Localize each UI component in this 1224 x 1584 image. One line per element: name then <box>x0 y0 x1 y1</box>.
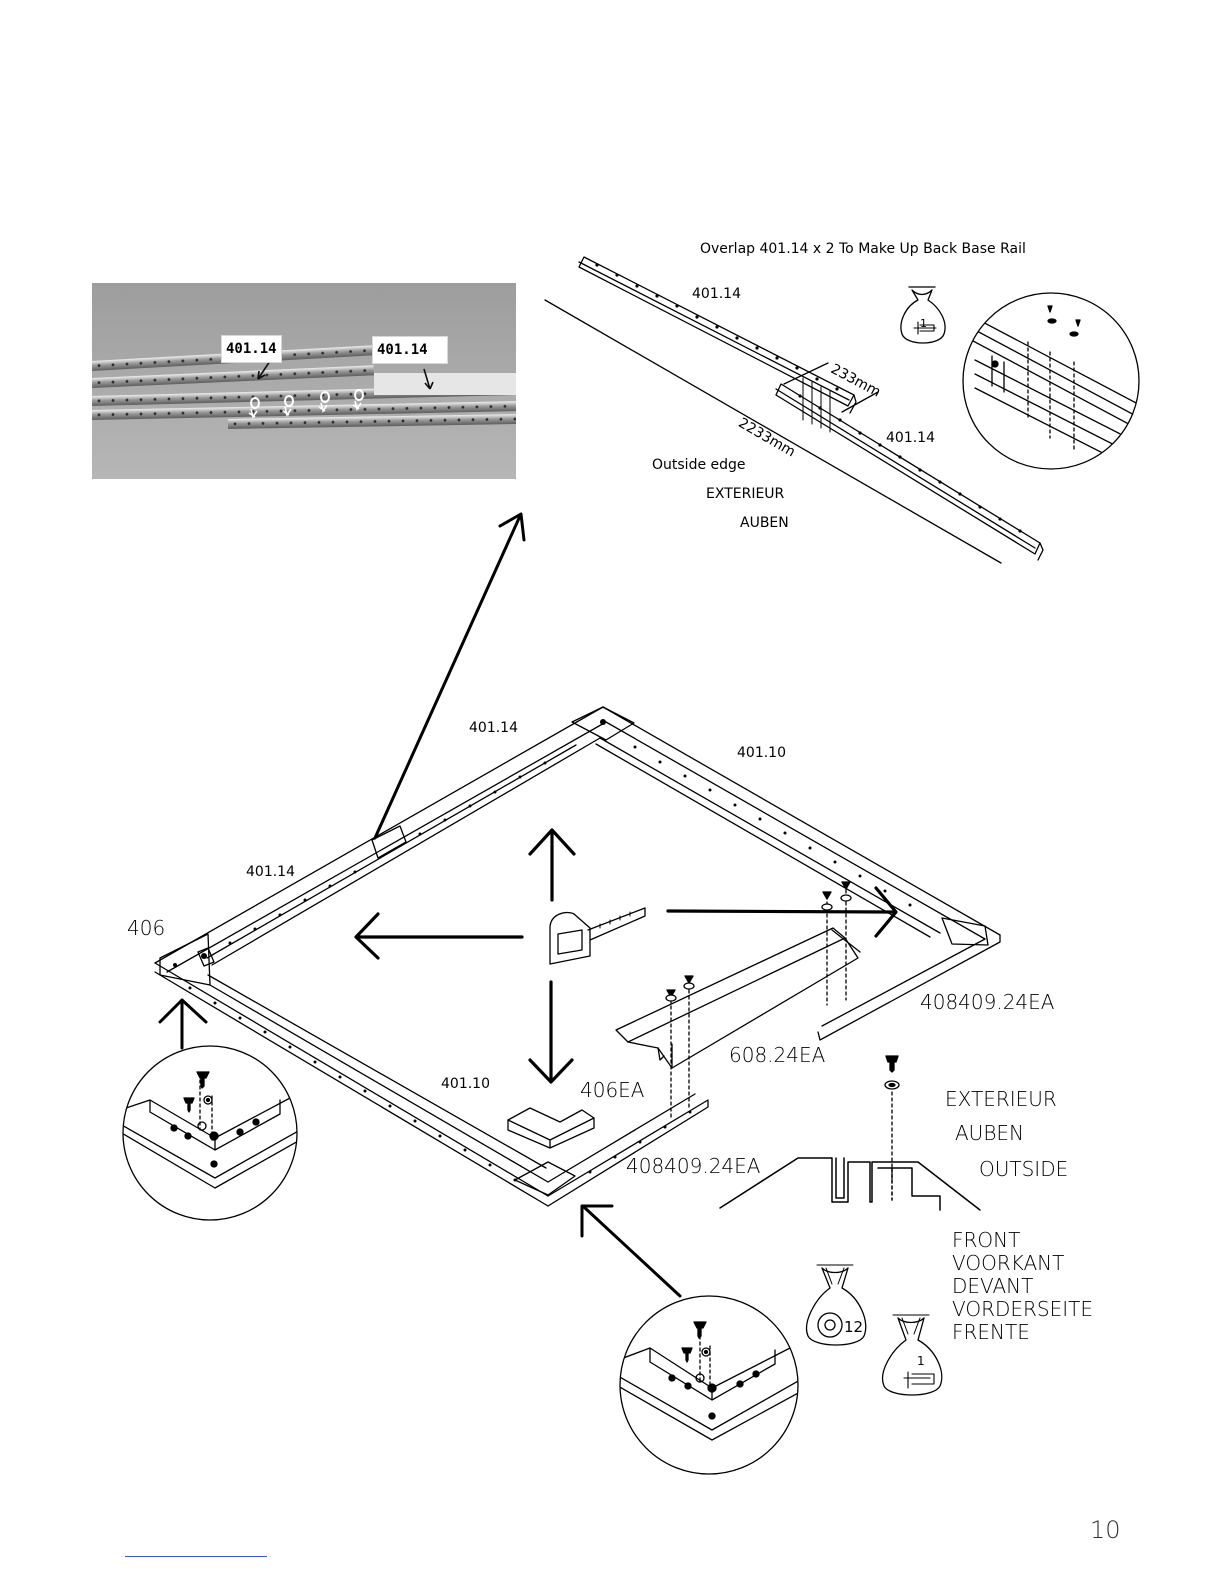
detail-title: Overlap 401.14 x 2 To Make Up Back Base … <box>700 242 1026 256</box>
outside-edge-label-fr: EXTERIEUR <box>706 487 784 501</box>
washer-bag-count: 12 <box>844 1320 863 1335</box>
part-label-corner: 406 <box>127 918 165 938</box>
bag-count: 1 <box>920 318 927 329</box>
screw-bag-count: 1 <box>917 1355 925 1367</box>
base-frame <box>155 707 1000 1206</box>
section-label-de: AUBEN <box>955 1123 1024 1143</box>
front-label-es: FRENTE <box>952 1322 1030 1342</box>
front-label-nl: VOORKANT <box>952 1253 1064 1273</box>
section-label-fr: EXTERIEUR <box>945 1089 1057 1109</box>
part-label-channel-right: 408409.24EA <box>920 992 1054 1012</box>
part-label-corner-block: 406EA <box>580 1080 645 1100</box>
part-label-rail-upper: 401.14 <box>692 287 741 301</box>
part-label-back-rail: 401.14 <box>469 721 518 735</box>
tape-measure-icon <box>550 908 645 964</box>
corner-detail-circle-left <box>120 1046 300 1220</box>
frame-holes <box>173 719 912 1182</box>
part-label-right-rail: 401.10 <box>737 746 786 760</box>
hardware-bag-icon <box>883 1315 942 1395</box>
page-number: 10 <box>1090 1516 1121 1544</box>
callout-arrows <box>160 514 680 1296</box>
part-label-back-rail-2: 401.14 <box>246 865 295 879</box>
corner-block-406ea <box>508 1108 594 1148</box>
part-label-channel-front: 408409.24EA <box>626 1156 760 1176</box>
front-label-en: FRONT <box>952 1230 1020 1250</box>
front-label-de: VORDERSEITE <box>952 1299 1093 1319</box>
outside-edge-label: Outside edge <box>652 458 746 472</box>
part-label-rail-lower: 401.14 <box>886 431 935 445</box>
section-label-en: OUTSIDE <box>979 1159 1068 1179</box>
outside-edge-label-de: AUBEN <box>740 516 789 530</box>
part-label-front-rail: 401.10 <box>441 1077 490 1091</box>
footer-rule <box>125 1556 267 1557</box>
part-label-bracket: 608.24EA <box>729 1045 825 1065</box>
bracket-screws <box>666 882 899 1180</box>
hardware-bag-icon <box>901 287 945 343</box>
corner-detail-circle-front <box>618 1296 800 1474</box>
front-label-fr: DEVANT <box>952 1276 1033 1296</box>
fastener-detail-circle-top <box>960 293 1140 472</box>
